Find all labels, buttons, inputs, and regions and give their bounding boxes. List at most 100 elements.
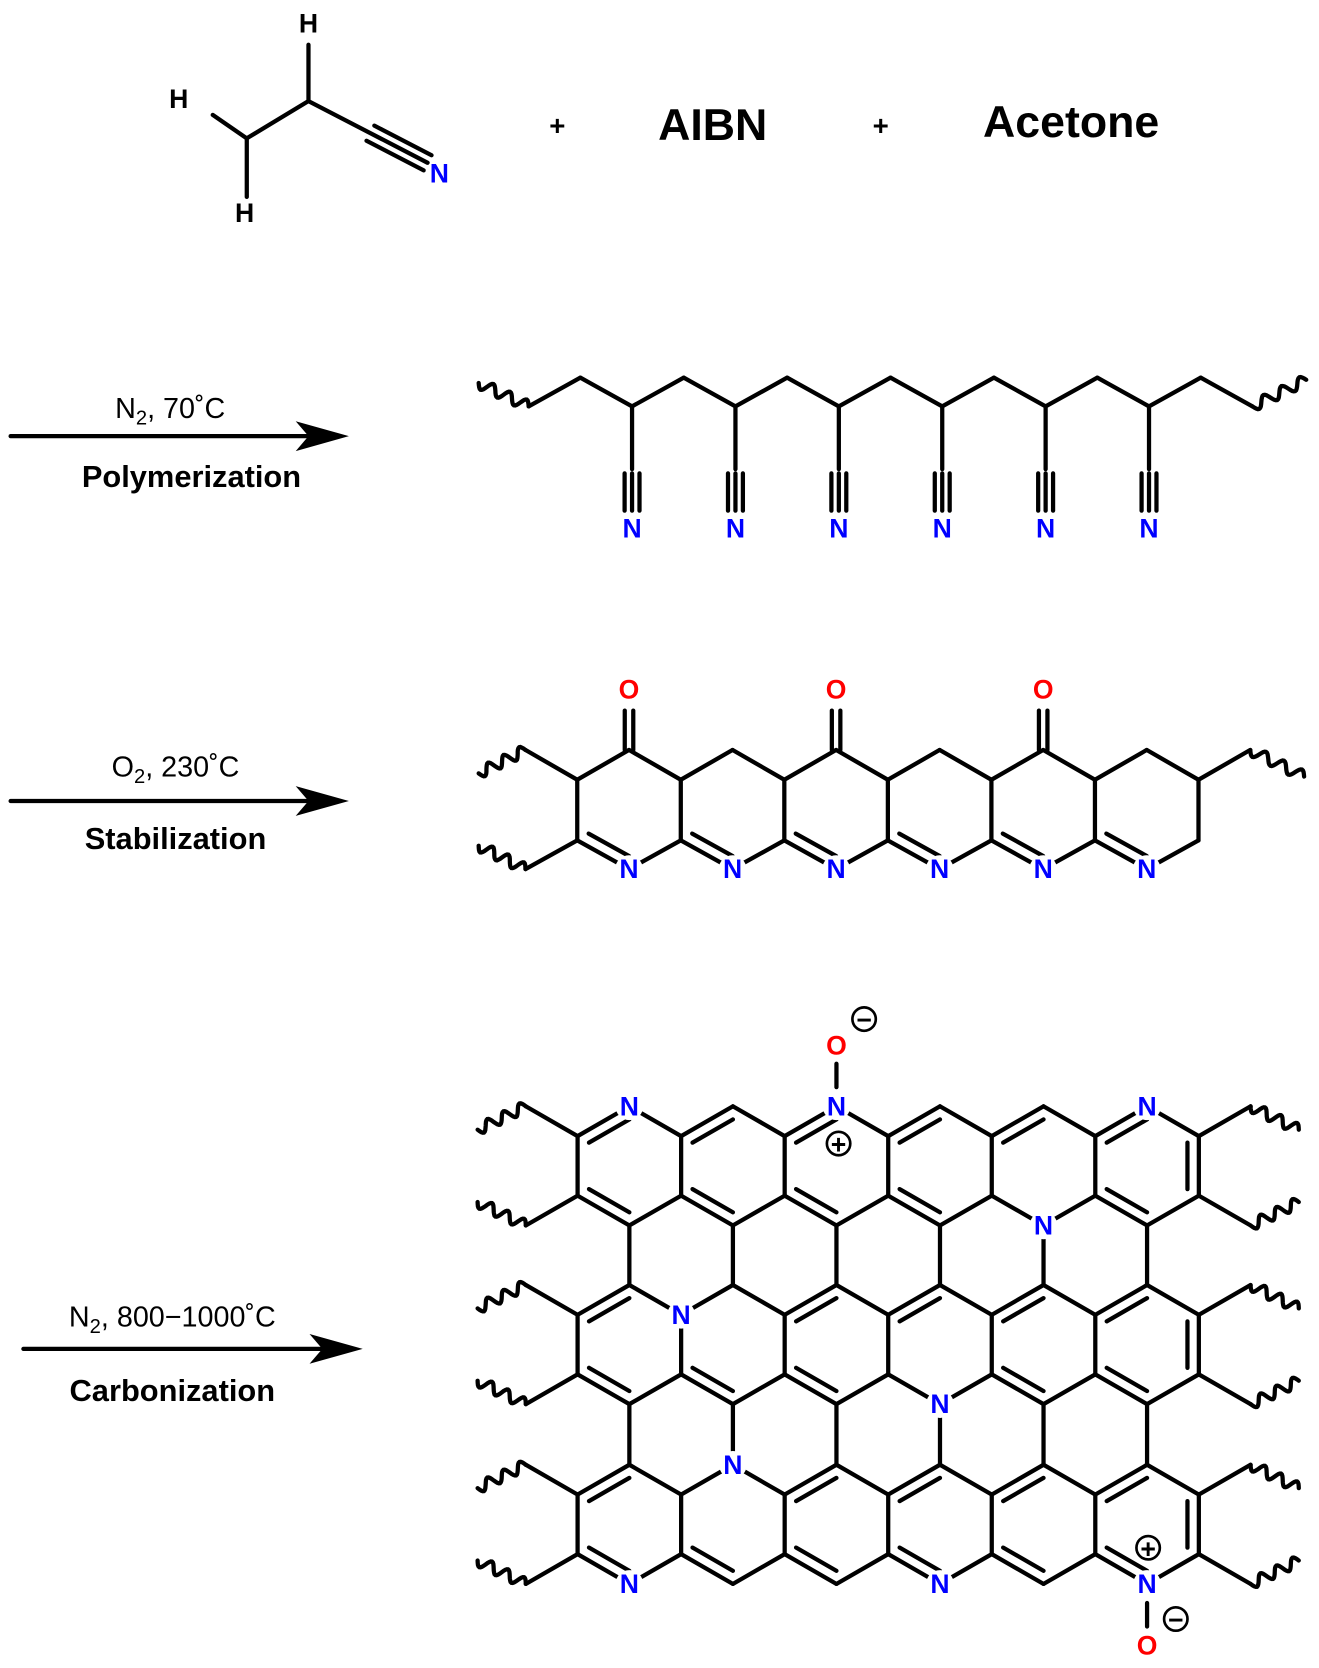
backbone-bond	[626, 747, 683, 782]
ring-nitrogen: N	[826, 854, 845, 884]
backbone-bond	[678, 747, 735, 782]
label-knockout	[615, 1092, 644, 1121]
backbone-bond	[885, 747, 942, 782]
graphene-nitrogen: N	[672, 1300, 691, 1330]
backbone-bond	[940, 375, 997, 409]
ring-bond	[937, 1282, 994, 1317]
wavy-bond-icon	[476, 744, 528, 779]
wavy-bond-icon	[1248, 1462, 1301, 1491]
negative-charge: −	[1168, 1605, 1184, 1635]
ring-nitrogen: N	[1137, 854, 1156, 884]
label-knockout	[425, 159, 454, 188]
backbone-bond	[1095, 375, 1152, 409]
double-bond-line	[1104, 1117, 1150, 1145]
double-bond-line	[690, 1117, 736, 1145]
positive-charge-icon	[1135, 1534, 1162, 1561]
ring-bond	[627, 1462, 684, 1497]
step-name: Polymerization	[82, 459, 301, 494]
negative-charge-icon	[1162, 1605, 1189, 1633]
graphene-nitrogen: N	[930, 1569, 949, 1599]
double-bond-line	[793, 1475, 839, 1504]
wavy-bond-icon	[1250, 374, 1309, 412]
label-knockout	[822, 675, 850, 704]
ring-bond	[1093, 1193, 1150, 1228]
label-knockout	[822, 1092, 851, 1121]
backbone-bond	[888, 375, 945, 409]
double-bond-line	[793, 1365, 839, 1394]
backbone-bond	[785, 375, 841, 409]
ring-bond	[834, 1193, 891, 1228]
graphene-nitrogen: N	[620, 1569, 639, 1599]
ring-bond	[627, 1193, 684, 1228]
ring-bond	[575, 1462, 632, 1497]
ring-bond	[679, 1193, 736, 1228]
ring-bond	[886, 1104, 943, 1139]
backbone-bond	[575, 747, 632, 782]
double-bond-line	[1000, 831, 1046, 859]
label-knockout	[925, 855, 954, 883]
wavy-bond-icon	[1248, 747, 1307, 779]
oxide-oxygen: O	[1137, 1631, 1158, 1661]
double-bond-line	[897, 1475, 943, 1504]
gas: N	[115, 393, 136, 425]
backbone-bond	[1041, 747, 1098, 782]
edge-bond	[523, 1193, 580, 1228]
backbone-bond	[833, 747, 890, 782]
step-name: Stabilization	[85, 821, 267, 856]
graphene-nitrogen: N	[930, 1389, 949, 1419]
ring-bond	[730, 1193, 787, 1228]
backbone-bond	[836, 375, 893, 409]
ring-bond	[886, 1193, 943, 1228]
ring-bond	[834, 1372, 891, 1407]
wavy-bond-icon	[475, 1558, 528, 1587]
nitrile-nitrogen: N	[829, 514, 848, 544]
double-bond-line	[1001, 1295, 1046, 1324]
backbone-bond	[1196, 747, 1253, 782]
label-knockout	[1133, 1631, 1161, 1660]
triple-bond-line	[364, 138, 426, 173]
ring-bond	[1041, 1462, 1098, 1497]
graphene-nitrogen: N	[1137, 1569, 1156, 1599]
double-bond-line	[1104, 1186, 1150, 1215]
double-bond-line	[586, 1545, 632, 1573]
aibn-label: AIBN	[658, 101, 767, 150]
ring-bond	[989, 1104, 1046, 1139]
double-bond-line	[793, 1117, 839, 1145]
edge-bond	[523, 1282, 580, 1317]
carbonyl-oxygen: O	[1033, 674, 1054, 704]
label-knockout	[1029, 675, 1058, 704]
ring-nitrogen: N	[723, 854, 742, 884]
ring-bond	[886, 1462, 943, 1497]
double-bond-line	[586, 1365, 632, 1394]
ring-bond	[834, 1282, 891, 1317]
backbone-bond	[937, 747, 994, 782]
backbone-bond	[526, 375, 583, 409]
stabilization-arrow: O2, 230˚C Stabilization	[8, 752, 349, 856]
plus-sign: +	[873, 110, 889, 141]
double-bond-line	[1001, 1475, 1046, 1504]
ring-bond	[989, 1462, 1046, 1497]
label-knockout	[615, 1570, 644, 1598]
ring-bond	[679, 1372, 736, 1407]
double-bond-line	[897, 1186, 943, 1215]
edge-bond	[523, 1372, 580, 1407]
double-bond-line	[586, 1475, 632, 1504]
backbone-bond	[1198, 375, 1255, 409]
ring-bond	[1041, 1282, 1098, 1317]
label-knockout	[928, 514, 957, 543]
wavy-bond-icon	[1248, 1375, 1301, 1410]
label-knockout	[825, 514, 853, 543]
backbone-bond	[1043, 375, 1100, 409]
ring-bond	[575, 1193, 632, 1228]
label-knockout	[615, 675, 643, 704]
ring-bond	[730, 1282, 787, 1317]
arrow-head	[295, 786, 349, 816]
label-knockout	[721, 514, 750, 543]
label-knockout	[294, 9, 323, 38]
double-bond-line	[897, 1545, 943, 1573]
label-knockout	[718, 855, 747, 883]
backbone-bond	[523, 747, 580, 782]
label-knockout	[1133, 1570, 1161, 1598]
edge-bond	[1196, 1282, 1253, 1317]
hydrogen-atom: H	[169, 84, 188, 114]
